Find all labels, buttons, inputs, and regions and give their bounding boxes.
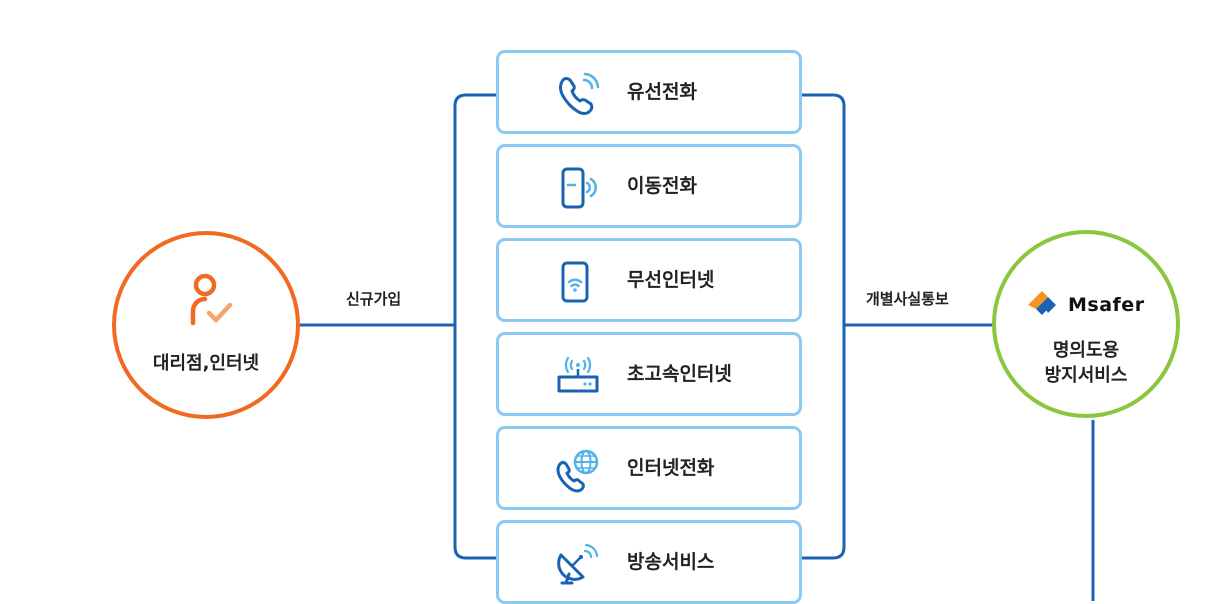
service-box-high-speed-internet: 초고속인터넷	[496, 332, 802, 416]
wired-phone-icon	[559, 72, 600, 115]
right-bracket-line	[802, 93, 846, 560]
service-box-mobile-phone: 이동전화	[496, 144, 802, 228]
edge-label-individual-notice: 개별사실통보	[866, 290, 949, 308]
msafer-label-line2: 방지서비스	[1044, 365, 1128, 386]
service-box-wired-phone: 유선전화	[496, 50, 802, 134]
service-box-wireless-internet: 무선인터넷	[496, 238, 802, 322]
service-box-broadcast: 방송서비스	[496, 520, 802, 604]
agent-node: 대리점,인터넷	[112, 231, 300, 419]
msafer-logo-icon	[1028, 291, 1056, 315]
router-icon	[557, 356, 599, 393]
service-label: 초고속인터넷	[627, 363, 732, 385]
msafer-label-line1: 명의도용	[1052, 340, 1120, 361]
msafer-logo: Msafer	[1022, 290, 1154, 320]
internet-phone-icon	[556, 449, 599, 493]
service-box-internet-phone: 인터넷전화	[496, 426, 802, 510]
service-label: 무선인터넷	[627, 269, 715, 291]
edge-label-new-subscription: 신규가입	[346, 290, 402, 308]
agent-node-label: 대리점,인터넷	[152, 353, 260, 374]
service-label: 이동전화	[627, 175, 697, 197]
wireless-internet-icon	[561, 261, 589, 303]
satellite-dish-icon	[557, 543, 599, 585]
service-label: 인터넷전화	[627, 457, 715, 479]
msafer-logo-text: Msafer	[1068, 294, 1145, 316]
mobile-phone-icon	[561, 167, 597, 209]
left-bracket-line	[453, 93, 497, 560]
msafer-node: Msafer 명의도용 방지서비스	[992, 230, 1180, 418]
person-check-icon	[190, 273, 233, 326]
service-label: 방송서비스	[627, 551, 715, 573]
service-label: 유선전화	[627, 81, 697, 103]
